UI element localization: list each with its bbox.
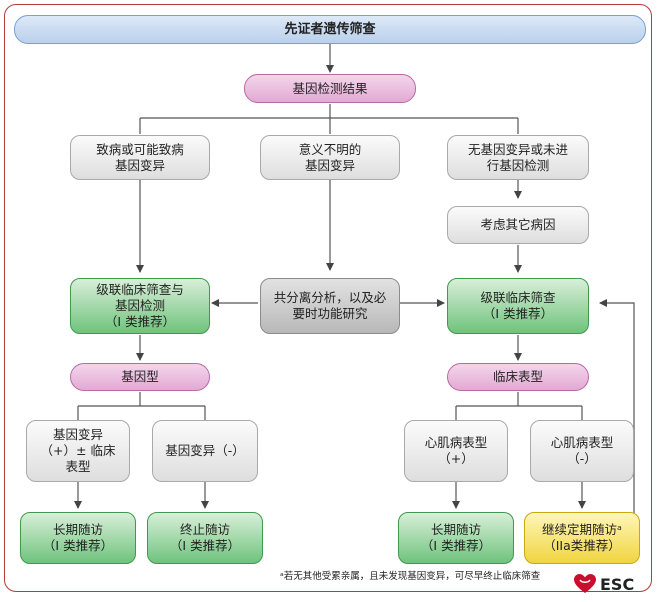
diagram-frame: [4, 4, 652, 592]
genetic-test-result-box: 基因检测结果: [244, 74, 416, 103]
esc-logo: ESC: [574, 574, 634, 594]
cascade-screening-genetic-box: 级联临床筛查与 基因检测 （I 类推荐）: [70, 278, 210, 334]
footnote: ᵃ若无其他受累亲属，且未发现基因变异，可尽早终止临床筛查: [280, 571, 541, 582]
cascade-clinical-screening-box: 级联临床筛查 （I 类推荐）: [447, 278, 589, 334]
pathogenic-variant-box: 致病或可能致病 基因变异: [70, 135, 210, 180]
stop-followup-box: 终止随访 （I 类推荐）: [147, 512, 263, 564]
long-term-followup-left-box: 长期随访 （I 类推荐）: [20, 512, 136, 564]
cardiomyopathy-negative-box: 心肌病表型 （-）: [530, 420, 634, 482]
vus-box: 意义不明的 基因变异: [260, 135, 400, 180]
long-term-followup-right-box: 长期随访 （I 类推荐）: [398, 512, 514, 564]
no-variant-box: 无基因变异或未进 行基因检测: [447, 135, 589, 180]
continue-followup-box: 继续定期随访ᵃ （IIa类推荐）: [524, 512, 640, 564]
genotype-box: 基因型: [70, 363, 210, 391]
other-causes-box: 考虑其它病因: [447, 206, 589, 244]
title-box: 先证者遗传筛查: [14, 15, 646, 44]
segregation-analysis-box: 共分离分析，以及必 要时功能研究: [260, 278, 400, 334]
heart-icon: [574, 574, 596, 593]
cardiomyopathy-positive-box: 心肌病表型 （+）: [404, 420, 508, 482]
variant-positive-box: 基因变异 （+）± 临床 表型: [26, 420, 130, 482]
esc-logo-text: ESC: [600, 574, 635, 594]
variant-negative-box: 基因变异（-）: [152, 420, 258, 482]
phenotype-box: 临床表型: [447, 363, 589, 391]
